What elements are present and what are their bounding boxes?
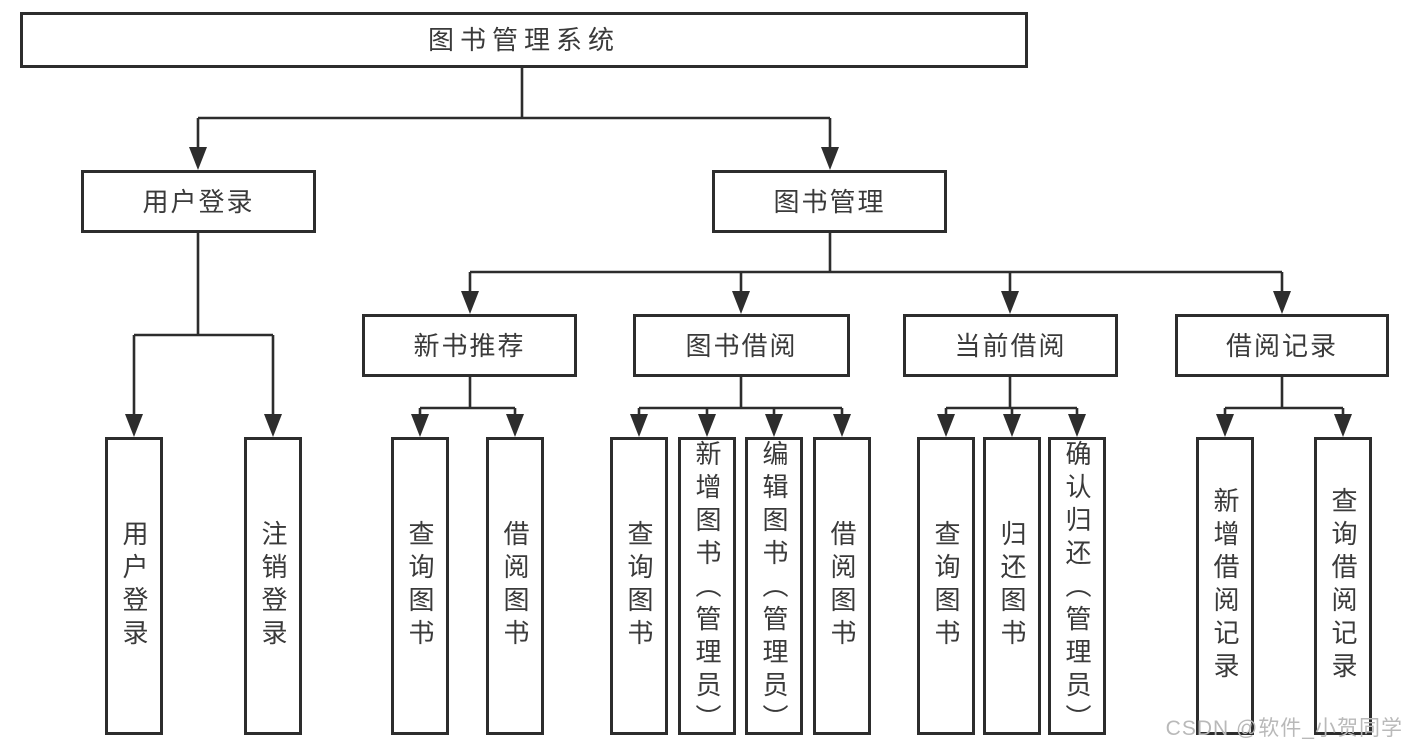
node-user-login: 用户登录 — [81, 170, 316, 233]
node-book-borrowing: 图书借阅 — [633, 314, 850, 377]
arrowheads — [125, 147, 1352, 437]
node-book-management: 图书管理 — [712, 170, 947, 233]
leaf-borrow-books-recommendation: 借阅图书 — [486, 437, 544, 735]
leaf-borrow-books-borrowing: 借阅图书 — [813, 437, 871, 735]
leaf-query-books-current: 查询图书 — [917, 437, 975, 735]
leaf-query-books-borrowing: 查询图书 — [610, 437, 668, 735]
leaf-confirm-return-admin: 确认归还（管理员） — [1048, 437, 1106, 737]
node-borrowing-records: 借阅记录 — [1175, 314, 1389, 377]
csdn-watermark: CSDN @软件_小贺同学 — [1165, 717, 1403, 740]
leaf-edit-books-admin: 编辑图书（管理员） — [745, 437, 803, 737]
leaf-logout: 注销登录 — [244, 437, 302, 735]
node-library-management-system: 图书管理系统 — [20, 12, 1028, 68]
leaf-return-books: 归还图书 — [983, 437, 1041, 735]
leaf-query-borrow-record: 查询借阅记录 — [1314, 437, 1372, 735]
leaf-add-borrow-record: 新增借阅记录 — [1196, 437, 1254, 735]
leaf-add-books-admin: 新增图书（管理员） — [678, 437, 736, 737]
node-new-book-recommendation: 新书推荐 — [362, 314, 577, 377]
node-current-borrowing: 当前借阅 — [903, 314, 1118, 377]
leaf-user-login: 用户登录 — [105, 437, 163, 735]
leaf-query-books-recommendation: 查询图书 — [391, 437, 449, 735]
